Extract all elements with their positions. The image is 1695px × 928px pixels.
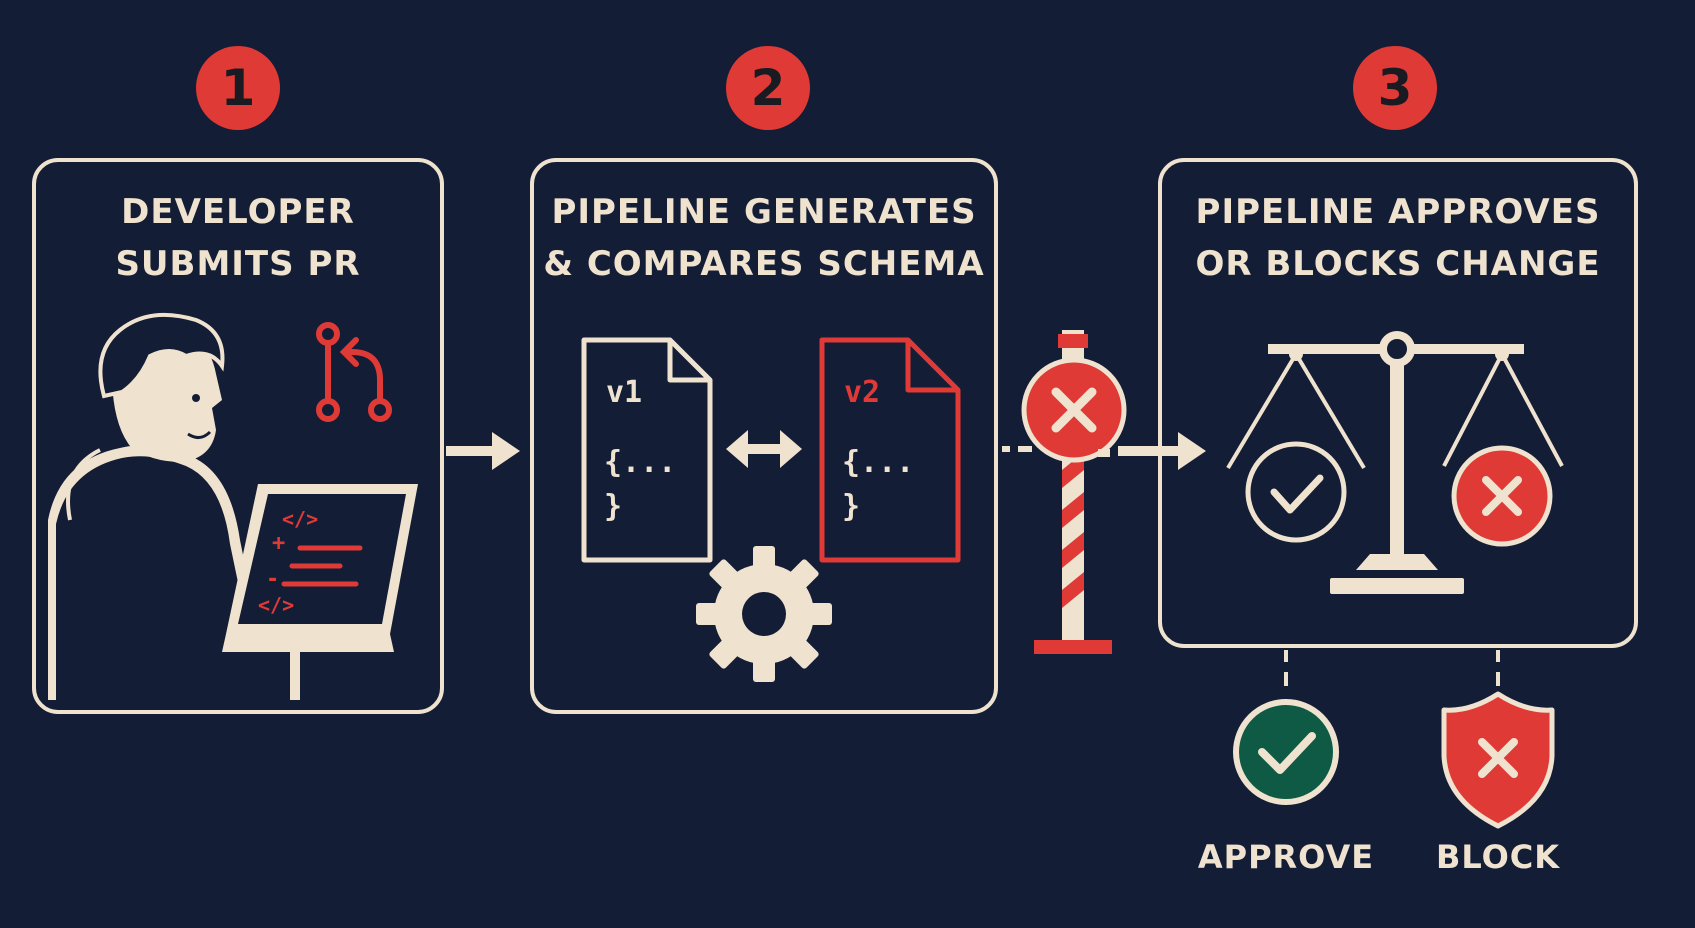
scale-approve-pan <box>1245 441 1347 543</box>
scale-block-pan <box>1451 445 1553 547</box>
code-tag-top: </> <box>282 507 318 531</box>
step-1-title-line-2: SUBMITS PR <box>115 244 361 284</box>
shield-icon <box>1441 691 1555 829</box>
step-2-title-line-2: & COMPARES SCHEMA <box>543 244 985 284</box>
approve-badge <box>1233 699 1339 805</box>
git-merge-icon <box>316 322 392 422</box>
schema-v2-body: {... <box>842 445 914 480</box>
step-2-title: PIPELINE GENERATES & COMPARES SCHEMA <box>534 186 994 290</box>
barrier-x-icon <box>1051 387 1097 433</box>
approve-label: APPROVE <box>1197 838 1375 876</box>
outcome-connectors <box>1284 650 1500 686</box>
schema-file-v1: v1 {... } <box>581 337 713 563</box>
code-tag-bottom: </> <box>258 593 294 617</box>
check-icon <box>1270 474 1324 514</box>
schema-v1-label: v1 <box>606 375 642 410</box>
block-label: BLOCK <box>1435 838 1561 876</box>
arrow-step2-to-step3 <box>1098 432 1206 470</box>
code-minus: - <box>266 567 279 592</box>
step-2-panel: PIPELINE GENERATES & COMPARES SCHEMA <box>530 158 998 714</box>
barrier-icon <box>1021 330 1127 654</box>
step-3-badge: 3 <box>1353 46 1437 130</box>
step-2-title-line-1: PIPELINE GENERATES <box>551 192 977 232</box>
step-1-panel: DEVELOPER SUBMITS PR <box>32 158 444 714</box>
step-2-badge: 2 <box>726 46 810 130</box>
schema-v2-close: } <box>842 489 860 524</box>
approve-check-icon <box>1258 732 1316 774</box>
step-3-panel: PIPELINE APPROVES OR BLOCKS CHANGE <box>1158 158 1638 648</box>
step-1-title: DEVELOPER SUBMITS PR <box>36 186 440 290</box>
step-1-badge: 1 <box>196 46 280 130</box>
step-3-title-line-2: OR BLOCKS CHANGE <box>1195 244 1601 284</box>
schema-v1-body: {... <box>604 445 676 480</box>
gear-icon <box>696 546 832 682</box>
code-plus: + <box>272 531 285 556</box>
x-icon <box>1482 476 1522 516</box>
step-1-title-line-1: DEVELOPER <box>121 192 355 232</box>
schema-file-v2: v2 {... } <box>819 337 961 563</box>
step-3-title: PIPELINE APPROVES OR BLOCKS CHANGE <box>1162 186 1634 290</box>
code-lines <box>281 545 363 587</box>
laptop-icon: </> + - </> <box>222 484 418 652</box>
scale-icon <box>1226 331 1564 594</box>
arrow-step1-to-step2 <box>446 432 520 470</box>
schema-v1-close: } <box>604 489 622 524</box>
schema-v2-label: v2 <box>844 375 880 410</box>
step-3-title-line-1: PIPELINE APPROVES <box>1195 192 1601 232</box>
compare-arrow-icon <box>726 430 802 468</box>
block-x-icon <box>1478 738 1518 778</box>
